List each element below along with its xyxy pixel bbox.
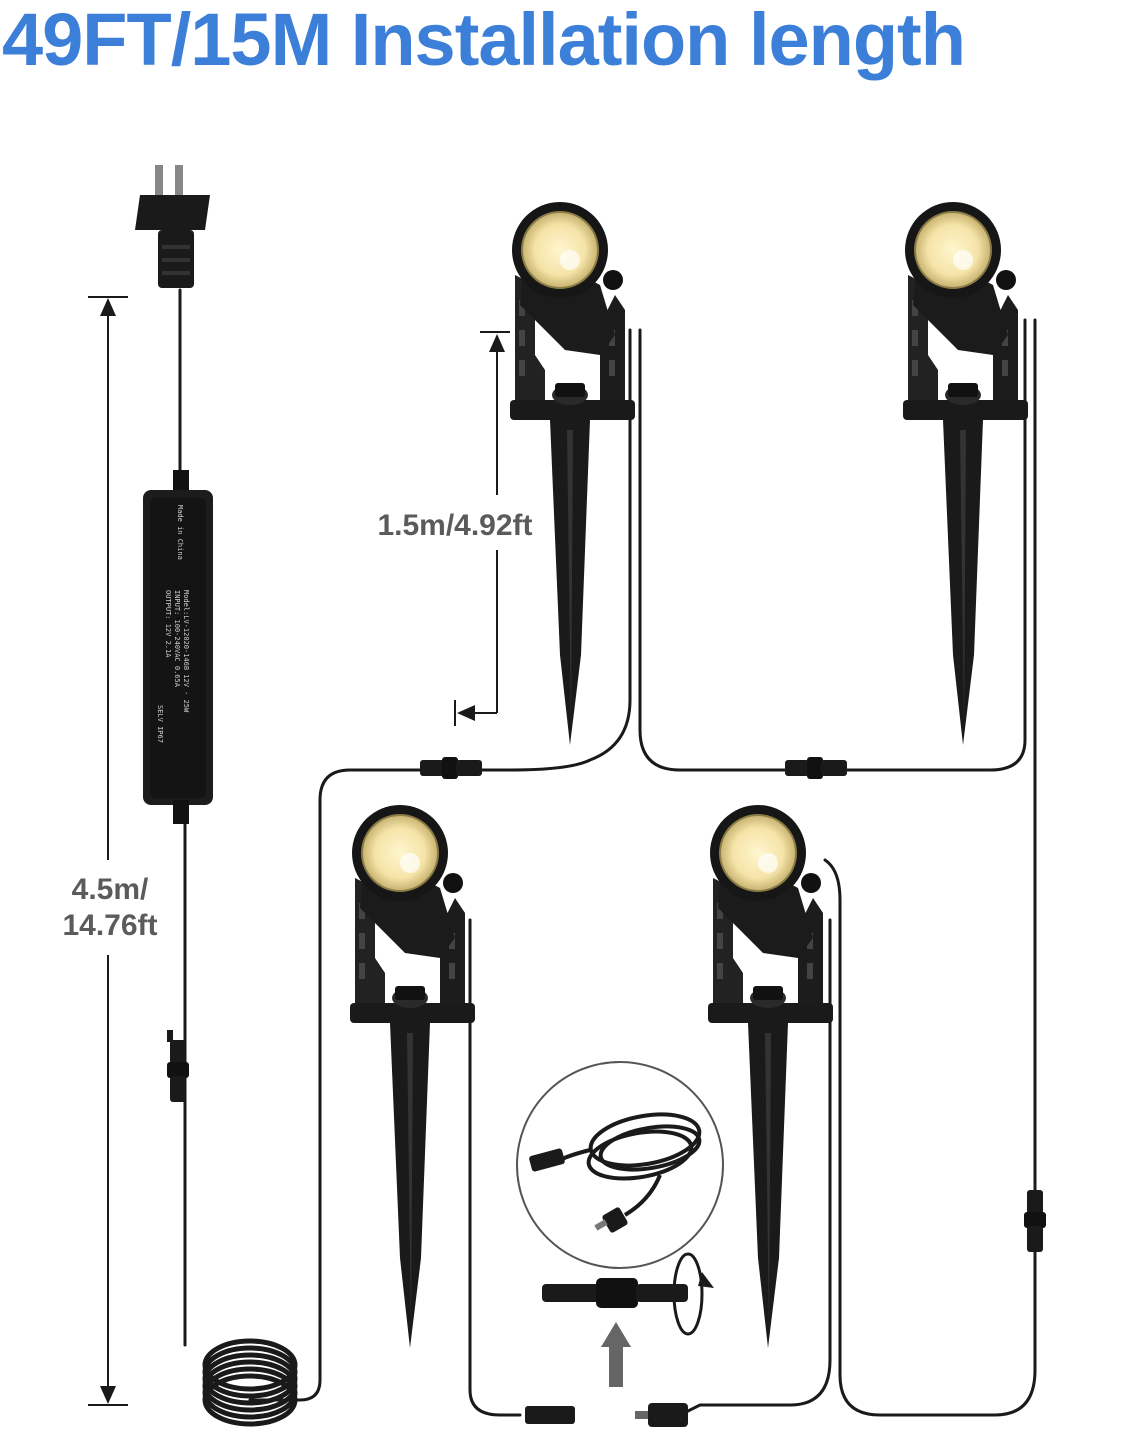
extension-cable-inset [516, 1061, 724, 1269]
connector-icon [420, 757, 482, 779]
main-cable-length-line1: 4.5m/ [71, 873, 149, 906]
connector-icon [1024, 1190, 1046, 1252]
connector-icon [785, 757, 847, 779]
connector-icon [635, 1403, 688, 1427]
psu-label-input: INPUT: 100-240VAC 0.65A [173, 590, 181, 688]
plug-icon [135, 165, 210, 288]
main-cable-length-label: 4.5m/ 14.76ft [40, 872, 180, 944]
spotlight-icon [902, 201, 1029, 746]
psu-label-origin: Made in China [176, 505, 184, 560]
rotate-arrow-icon [672, 1252, 714, 1336]
spotlight-icon [707, 804, 834, 1349]
connector-icon [167, 1030, 189, 1102]
spotlight-icon [509, 201, 636, 746]
spotlight-icon [349, 804, 476, 1349]
up-arrow-icon [601, 1322, 631, 1387]
spike-cable-length-label: 1.5m/4.92ft [377, 509, 533, 542]
main-cable-length-line2: 14.76ft [62, 909, 158, 942]
dimension-main [88, 296, 128, 1406]
connection-detail [542, 1252, 714, 1387]
psu-label-model: Model:LV-12020-146B 12V - 25W [182, 590, 190, 713]
psu-label-output: OUTPUT: 12V 2.1A [164, 590, 172, 658]
connector-icon [525, 1406, 575, 1424]
coiled-cable-icon [202, 1338, 298, 1427]
headline: 49FT/15M Installation length [2, 0, 966, 81]
dimension-spike [454, 331, 510, 726]
power-supply: Made in China Model:LV-12020-146B 12V - … [143, 470, 213, 824]
psu-label-rating: SELV IP67 [156, 705, 164, 743]
